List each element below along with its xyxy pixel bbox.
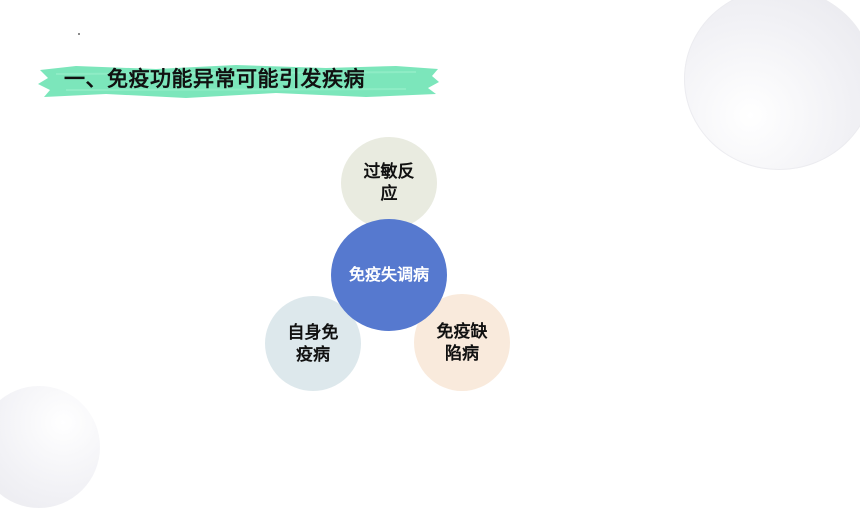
node-immune-disorder-label: 免疫失调病: [348, 265, 429, 284]
node-autoimmune-label: 自身免疫病: [287, 322, 339, 365]
node-immune-disorder: 免疫失调病: [331, 219, 447, 331]
node-immunodeficiency-label: 免疫缺陷病: [436, 321, 488, 364]
decorative-circle-top-right: [684, 0, 860, 170]
title-brush-stroke: [38, 65, 439, 98]
node-allergy: 过敏反应: [341, 137, 437, 229]
decorative-circle-bottom-left: [0, 386, 100, 508]
decorative-dot: [78, 33, 80, 35]
slide-title: 一、免疫功能异常可能引发疾病: [64, 67, 365, 91]
node-allergy-label: 过敏反应: [363, 162, 415, 204]
